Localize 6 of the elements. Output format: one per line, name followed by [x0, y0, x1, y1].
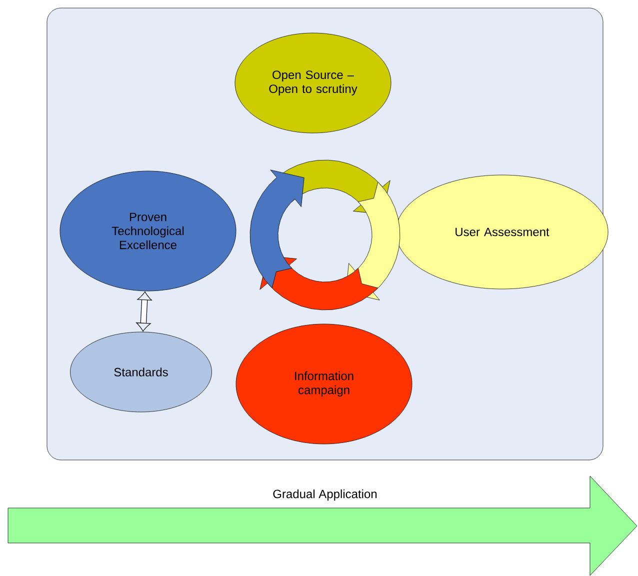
- ellipse-node: Proven Technological Excellence: [60, 170, 236, 292]
- double-arrow: [136, 291, 152, 332]
- ellipse-node: Standards: [70, 332, 212, 412]
- ellipse-node: User Assessment: [396, 174, 608, 290]
- ellipse-node: Open Source – Open to scrutiny: [234, 32, 392, 134]
- ellipse-node: Information campaign: [236, 324, 412, 444]
